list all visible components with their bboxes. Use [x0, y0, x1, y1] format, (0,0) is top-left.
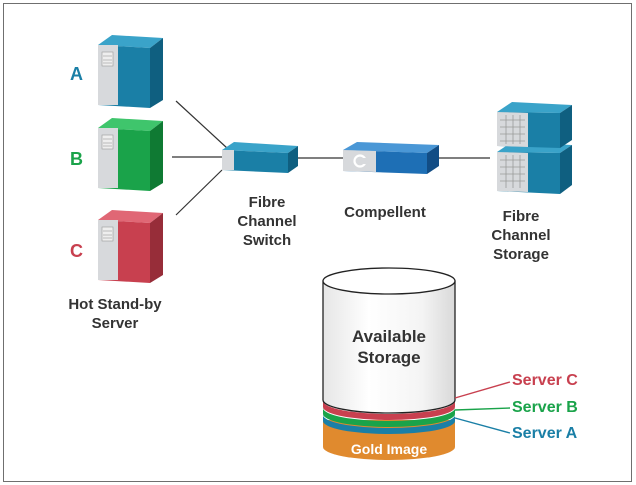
- fc-storage-line-3: Storage: [493, 246, 549, 263]
- fc-switch-label: Fibre Channel Switch: [232, 193, 302, 250]
- available-storage-line-1: Available: [351, 327, 427, 346]
- server-a-layer: [323, 415, 455, 434]
- leader-server-b: [454, 407, 511, 411]
- hot-standby-label: Hot Stand-by Server: [50, 295, 180, 333]
- storage-cylinder: [322, 267, 456, 460]
- compellent-icon: [343, 142, 439, 174]
- fc-storage-line-1: Fibre: [502, 208, 540, 225]
- connector-server-c-switch: [175, 169, 223, 216]
- connector-server-a-switch: [175, 100, 228, 149]
- cylinder-top: [322, 267, 456, 295]
- fc-switch-line-2: Channel: [237, 213, 297, 230]
- available-storage-label: Available Storage: [334, 326, 444, 368]
- fc-storage-line-2: Channel: [491, 227, 551, 244]
- fc-storage-icon: [497, 102, 572, 194]
- server-c-layer: [323, 401, 455, 420]
- diagram-frame: [3, 3, 632, 482]
- fc-switch-line-1: Fibre: [248, 194, 286, 211]
- server-c-icon: [98, 210, 163, 283]
- fc-storage-label: Fibre Channel Storage: [481, 207, 561, 264]
- server-c-layer-label: Server C: [512, 372, 578, 389]
- hot-standby-line-1: Hot Stand-by: [68, 296, 162, 313]
- connection-lines: [172, 100, 490, 216]
- compellent-label: Compellent: [344, 204, 426, 221]
- server-a-letter: A: [70, 64, 83, 84]
- leader-server-c: [454, 381, 511, 399]
- server-b-icon: [98, 118, 163, 191]
- fc-switch-line-3: Switch: [242, 232, 292, 249]
- server-a-layer-label: Server A: [512, 425, 578, 442]
- hot-standby-line-2: Server: [91, 315, 139, 332]
- layer-leader-lines: [454, 381, 511, 434]
- server-b-layer: [323, 408, 455, 427]
- available-storage-body: [322, 280, 456, 414]
- gold-image-label: Gold Image: [350, 441, 428, 457]
- server-c-letter: C: [70, 241, 83, 261]
- server-b-layer-label: Server B: [512, 399, 578, 416]
- server-a-icon: [98, 35, 163, 108]
- server-b-letter: B: [70, 149, 83, 169]
- leader-server-a: [454, 417, 511, 434]
- fc-switch-icon: [222, 142, 298, 173]
- available-storage-line-2: Storage: [357, 348, 421, 367]
